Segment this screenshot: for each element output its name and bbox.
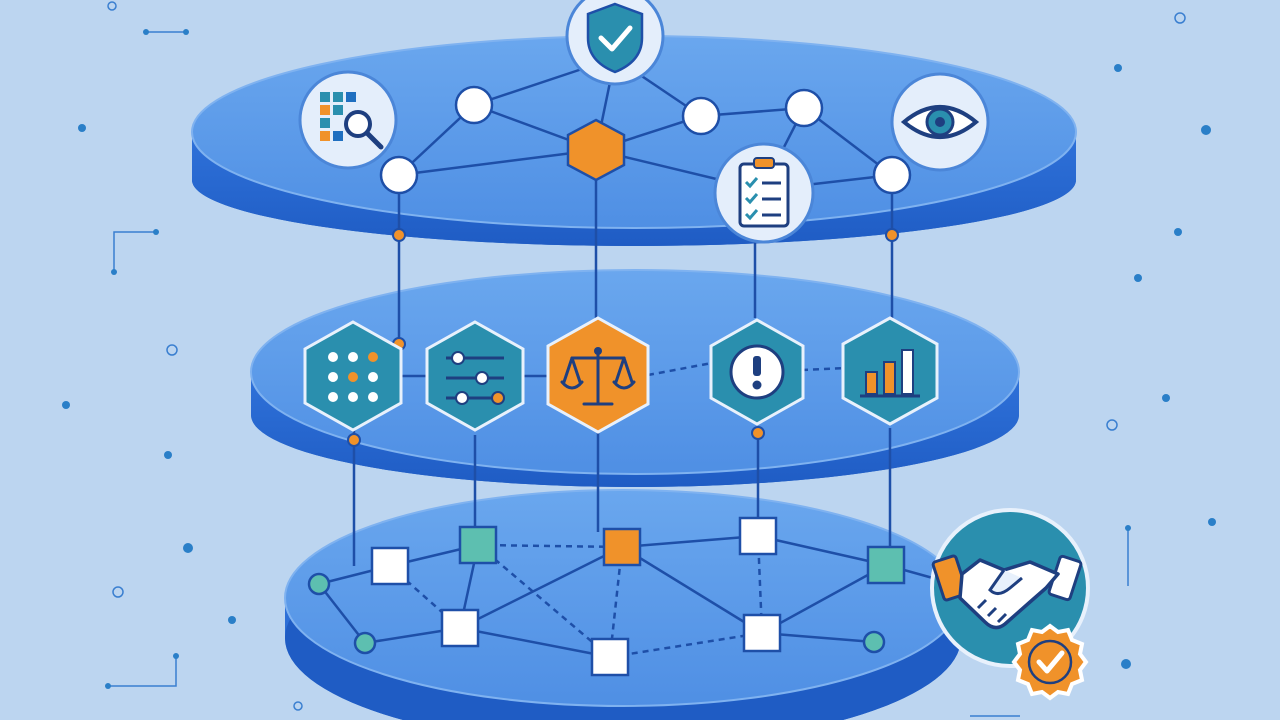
certified-badge-icon <box>1011 623 1089 701</box>
data-search-icon <box>298 70 398 170</box>
network-node <box>738 516 778 556</box>
network-node <box>307 572 331 596</box>
network-node <box>602 527 642 567</box>
network-node <box>379 155 419 195</box>
shield-check-icon <box>565 0 665 86</box>
connector-junctions <box>347 228 899 447</box>
network-node <box>872 155 912 195</box>
network-node <box>440 608 480 648</box>
hub-node-hexagon <box>566 118 626 182</box>
scales-of-justice-icon <box>546 316 650 434</box>
middle-dashed-links <box>647 361 847 377</box>
bottom-network-nodes <box>307 516 906 677</box>
bottom-layer-disk <box>284 489 962 720</box>
top-network-nodes <box>379 85 912 195</box>
sliders-icon <box>425 320 525 432</box>
network-node <box>454 85 494 125</box>
alert-icon <box>709 318 805 426</box>
network-node <box>370 546 410 586</box>
network-node <box>353 631 377 655</box>
dot-grid-icon <box>303 320 403 432</box>
network-node <box>742 613 782 653</box>
network-node <box>590 637 630 677</box>
network-node <box>458 525 498 565</box>
eye-icon <box>890 72 990 172</box>
checklist-clipboard-icon <box>713 142 815 244</box>
network-node <box>862 630 886 654</box>
bar-chart-icon <box>841 316 939 426</box>
background-decorations <box>62 1 1216 717</box>
network-node <box>866 545 906 585</box>
network-node <box>681 96 721 136</box>
network-node <box>784 88 824 128</box>
